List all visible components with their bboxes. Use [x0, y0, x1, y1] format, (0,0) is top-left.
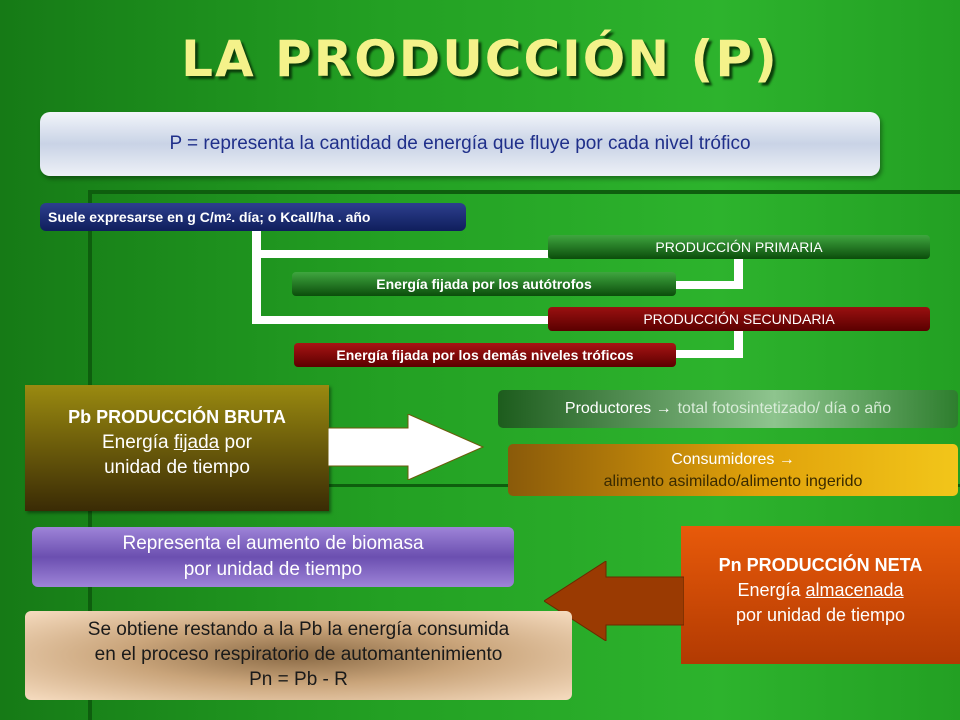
subtraction-line1: Se obtiene restando a la Pb la energía c…	[87, 619, 510, 640]
subtraction-box: Se obtiene restando a la Pb la energía c…	[25, 611, 572, 700]
connector	[676, 281, 743, 289]
consumers-label: Consumidores	[671, 451, 775, 468]
connector	[252, 250, 548, 258]
primary-production-label: PRODUCCIÓN PRIMARIA	[548, 235, 930, 259]
subtraction-line2: en el proceso respiratorio de automanten…	[94, 644, 503, 665]
net-text-underlined: almacenada	[805, 580, 904, 600]
units-text-post: . día; o Kcall/ha . año	[231, 209, 371, 225]
producers-text: total fotosintetizado/ día o año	[677, 400, 892, 417]
net-production-box: Pn PRODUCCIÓN NETA Energía almacenada po…	[681, 526, 960, 664]
net-text: Energía	[737, 580, 806, 600]
gross-production-box: Pb PRODUCCIÓN BRUTA Energía fijada por u…	[25, 385, 329, 511]
arrow-right-icon	[328, 414, 485, 480]
secondary-production-label: PRODUCCIÓN SECUNDARIA	[548, 307, 930, 331]
consumers-box: Consumidores → alimento asimilado/alimen…	[508, 444, 958, 496]
producers-label: Productores	[564, 400, 652, 417]
biomass-line1: Representa el aumento de biomasa	[122, 533, 424, 554]
biomass-box: Representa el aumento de biomasa por uni…	[32, 527, 514, 587]
arrow-icon: →	[655, 400, 672, 417]
connector	[252, 316, 548, 324]
arrow-icon: →	[778, 451, 795, 468]
gross-text-line2: unidad de tiempo	[104, 457, 250, 478]
other-levels-label: Energía fijada por los demás niveles tró…	[294, 343, 676, 367]
autotrophs-label: Energía fijada por los autótrofos	[292, 272, 676, 296]
connector	[252, 231, 261, 323]
gross-text-post: por	[219, 432, 252, 453]
gross-text-underlined: fijada	[173, 432, 220, 453]
connector	[734, 331, 743, 358]
page-title: LA PRODUCCIÓN (P)	[181, 30, 779, 88]
decor-line	[88, 190, 960, 194]
formula: Pn = Pb - R	[249, 669, 348, 690]
net-text-line2: por unidad de tiempo	[735, 605, 906, 625]
definition-box: P = representa la cantidad de energía qu…	[40, 112, 880, 176]
units-text: Suele expresarse en g C/m	[48, 209, 227, 225]
connector	[676, 350, 743, 358]
producers-box: Productores → total fotosintetizado/ día …	[498, 390, 958, 428]
units-sup: 2	[226, 212, 232, 222]
consumers-text: alimento asimilado/alimento ingerido	[603, 473, 863, 490]
gross-heading: Pb PRODUCCIÓN BRUTA	[68, 407, 286, 427]
gross-text: Energía	[102, 432, 174, 453]
connector	[734, 259, 743, 289]
net-heading: Pn PRODUCCIÓN NETA	[718, 555, 923, 575]
arrow-left-icon	[544, 561, 684, 641]
biomass-line2: por unidad de tiempo	[183, 559, 363, 580]
